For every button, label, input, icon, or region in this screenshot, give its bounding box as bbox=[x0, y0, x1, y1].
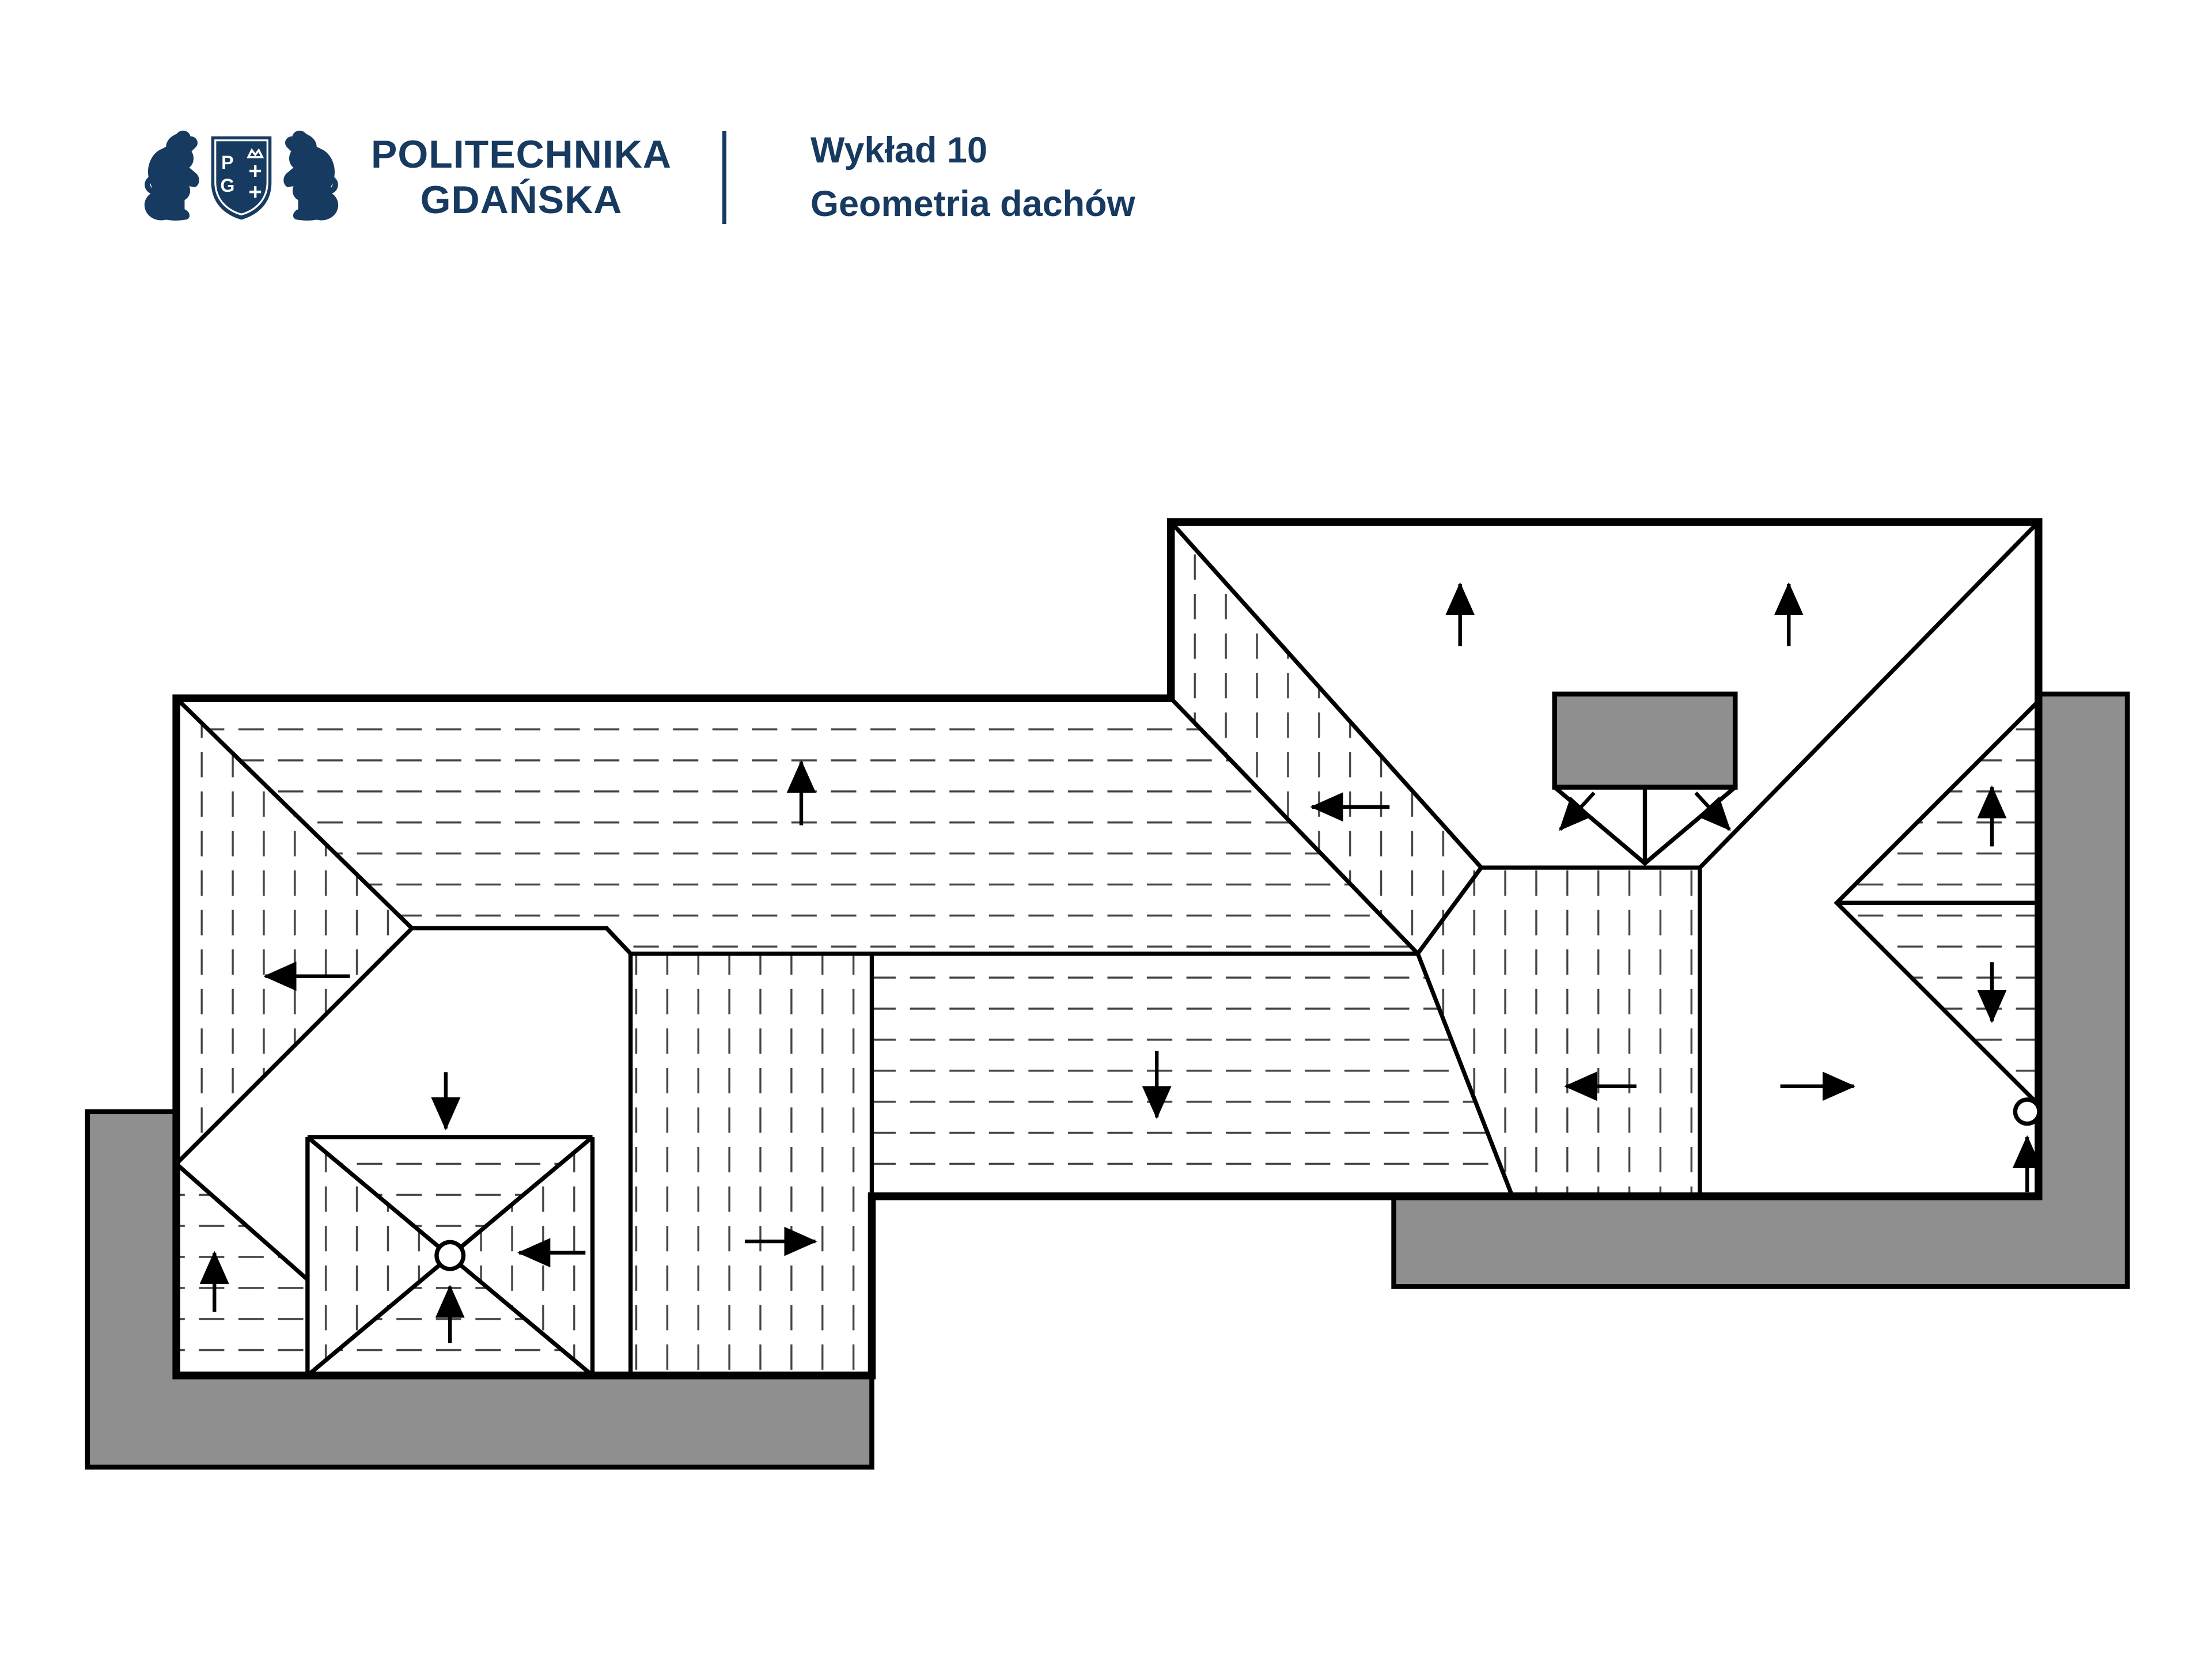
east-hip-lines bbox=[1834, 699, 2040, 1107]
university-name: POLITECHNIKA GDAŃSKA bbox=[371, 132, 672, 223]
crown-icon bbox=[247, 148, 264, 158]
chimney-slope-arrow-left bbox=[1559, 791, 1596, 831]
shield-letter-g: G bbox=[220, 175, 234, 196]
roof-drains bbox=[434, 1097, 2041, 1271]
university-name-line2: GDAŃSKA bbox=[420, 178, 623, 222]
upper-roof-lines bbox=[1169, 520, 2040, 1198]
north-band-hatch bbox=[176, 698, 1418, 954]
shield-letter-p: P bbox=[221, 152, 233, 173]
roof-drain-icon bbox=[434, 1240, 466, 1271]
drain-pyramid-lines bbox=[305, 1135, 595, 1377]
university-name-line1: POLITECHNIKA bbox=[371, 132, 672, 177]
drain-pyramid-west-hatch bbox=[307, 1137, 450, 1376]
right-wing-hatch bbox=[1418, 868, 1700, 1196]
slide-header: P G POLITECHNIKA GDAŃSKA Wykład 10 Geome… bbox=[137, 122, 1135, 233]
chimney-slope-arrow-right bbox=[1694, 791, 1731, 831]
left-hip-and-ridge-lines bbox=[175, 696, 1418, 1166]
upper-west-slope-hatch bbox=[1171, 522, 1482, 954]
west-hip-hatch bbox=[176, 698, 412, 1164]
roof-drain-icon bbox=[2013, 1097, 2041, 1126]
pg-logo-crest-icon: P G bbox=[144, 130, 339, 221]
lion-right-icon bbox=[283, 130, 339, 221]
roof-outline bbox=[172, 518, 2043, 1380]
lion-left-icon bbox=[144, 130, 199, 221]
small-west-piece-hatch bbox=[176, 1164, 308, 1376]
lecture-block: Wykład 10 Geometria dachów bbox=[810, 124, 1135, 230]
lecture-title: Wykład 10 bbox=[810, 130, 988, 171]
header-divider bbox=[722, 131, 726, 224]
roof-internal-lines bbox=[175, 520, 2040, 1377]
south-strip-hatch bbox=[630, 953, 872, 1376]
lecture-subtitle: Geometria dachów bbox=[810, 184, 1135, 224]
crosses-icon bbox=[249, 165, 262, 198]
chimney bbox=[1552, 691, 1738, 790]
drain-pyramid-north-hatch bbox=[307, 1137, 593, 1256]
lower-left-lines bbox=[175, 953, 874, 1376]
middle-band-hatch bbox=[872, 953, 1513, 1196]
slope-arrows bbox=[199, 582, 2042, 1343]
pg-shield-icon: P G bbox=[211, 136, 272, 220]
chimney-group bbox=[1552, 691, 1738, 866]
